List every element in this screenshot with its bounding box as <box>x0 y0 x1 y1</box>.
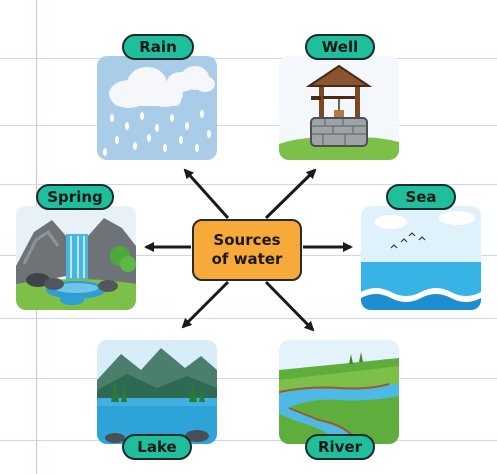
well-icon <box>279 56 399 160</box>
arrow-to-rain <box>183 168 230 220</box>
sea-label: Sea <box>386 184 456 210</box>
ruled-line <box>0 184 497 185</box>
spring-label: Spring <box>36 184 114 210</box>
rain-picture <box>97 56 217 160</box>
lake-label: Lake <box>122 434 192 460</box>
arrow-to-lake <box>181 280 230 329</box>
sea-picture <box>361 206 481 310</box>
ruled-line <box>0 58 497 59</box>
ruled-line <box>0 378 497 379</box>
lake-picture <box>97 340 217 444</box>
river-icon <box>279 340 399 444</box>
ruled-line <box>0 125 497 126</box>
rain-cloud-icon <box>97 56 217 160</box>
ruled-line <box>0 440 497 441</box>
sources-of-water-box: Sources of water <box>192 219 302 281</box>
sea-waves-icon <box>361 206 481 310</box>
river-label: River <box>305 434 375 460</box>
center-line-2: of water <box>211 250 283 268</box>
waterfall-icon <box>16 206 136 310</box>
well-label: Well <box>305 34 375 60</box>
lake-icon <box>97 340 217 444</box>
ruled-line <box>0 318 497 319</box>
spring-picture <box>16 206 136 310</box>
center-line-1: Sources <box>213 231 281 249</box>
river-picture <box>279 340 399 444</box>
arrow-to-river <box>264 280 315 332</box>
rain-label: Rain <box>122 34 194 60</box>
well-picture <box>279 56 399 160</box>
arrow-to-well <box>264 168 317 220</box>
